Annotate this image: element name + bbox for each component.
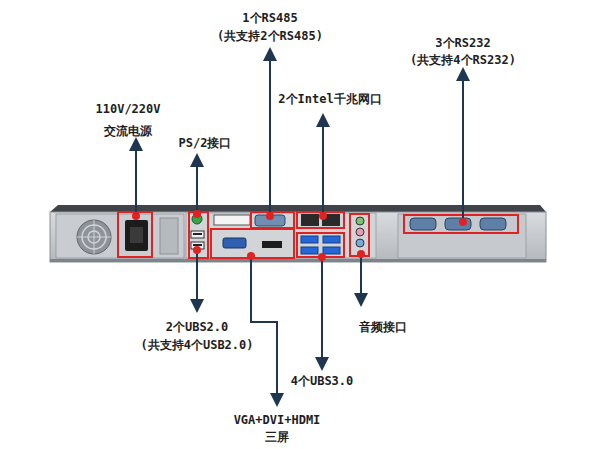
callout-title: 4个UBS3.0 — [291, 374, 354, 388]
io-ports — [356, 228, 364, 236]
io-ports — [323, 236, 340, 243]
io-ports — [193, 244, 202, 246]
highlight-frames — [404, 215, 518, 233]
callout-title: 3个RS232 — [435, 36, 490, 50]
callout-title: VGA+DVI+HDMI — [234, 413, 321, 427]
power-supply — [125, 220, 148, 251]
power-supply — [94, 220, 95, 254]
leader-arrows — [251, 256, 277, 400]
io-ports — [186, 213, 376, 258]
expansion-bay — [480, 218, 506, 230]
io-ports — [214, 215, 250, 225]
leader-arrows — [360, 254, 362, 300]
highlight-frames — [189, 212, 208, 258]
io-ports — [262, 241, 282, 248]
leader-arrows — [462, 74, 464, 222]
callout-dots — [357, 250, 365, 258]
callout-dots — [132, 212, 140, 220]
highlight-frames — [297, 212, 344, 228]
callout-title: PS/2接口 — [179, 136, 232, 150]
callout-dots — [459, 218, 467, 226]
io-ports — [356, 239, 364, 247]
callout-dots — [319, 212, 327, 220]
highlight-frames — [118, 212, 518, 258]
io-ports — [193, 233, 202, 235]
callout-dots — [266, 212, 274, 220]
callout-title: 三屏 — [265, 430, 289, 444]
expansion-bay — [445, 218, 471, 230]
io-ports — [301, 214, 319, 226]
callout-dots — [132, 210, 467, 261]
callout-dots — [318, 253, 326, 261]
leader-arrows — [135, 144, 137, 216]
io-ports — [301, 236, 318, 243]
callout-note: (共支持2个RS485) — [217, 29, 323, 43]
power-supply — [130, 227, 143, 243]
power-supply — [56, 214, 184, 258]
callout-dots — [193, 210, 201, 218]
leader-arrows — [322, 120, 324, 216]
highlight-frames — [118, 212, 152, 257]
expansion-bay — [398, 214, 526, 258]
io-ports — [323, 247, 340, 254]
callout-title: 1个RS485 — [242, 11, 297, 25]
highlight-frames — [251, 212, 294, 228]
callout-dots — [193, 246, 201, 254]
callout-title: 110V/220V — [95, 102, 160, 116]
io-ports — [356, 217, 364, 225]
power-supply — [56, 214, 184, 258]
io-ports — [223, 238, 246, 248]
callout-title: 2个UBS2.0 — [166, 320, 229, 334]
chassis — [50, 205, 546, 212]
callout-title: 音频接口 — [359, 320, 407, 334]
leader-arrows — [269, 54, 271, 216]
callout-note: (共支持4个RS232) — [410, 53, 516, 67]
highlight-frames — [350, 214, 369, 256]
expansion-bay — [398, 214, 526, 258]
leader-arrows — [321, 257, 323, 364]
callout-note: (共支持4个USB2.0) — [140, 338, 253, 352]
io-ports — [186, 213, 376, 258]
callout-title: 交流电源 — [104, 124, 152, 138]
leader-arrows — [196, 250, 198, 306]
power-supply — [77, 220, 111, 254]
chassis — [50, 212, 546, 262]
leader-arrows — [196, 160, 198, 214]
expansion-bay — [410, 218, 436, 230]
callout-title: 2个Intel千兆网口 — [278, 92, 381, 106]
power-supply — [160, 218, 178, 254]
callout-dots — [247, 252, 255, 260]
chassis — [50, 259, 546, 262]
chassis — [50, 205, 546, 262]
io-ports — [191, 231, 204, 238]
leader-arrows — [136, 54, 463, 400]
io-ports — [301, 247, 318, 254]
